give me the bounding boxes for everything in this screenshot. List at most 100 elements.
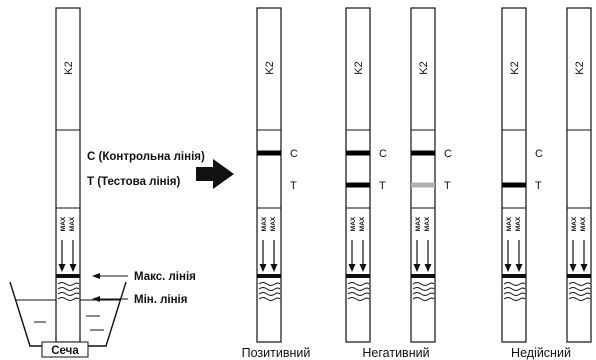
absorbent-wave [568,287,591,291]
max-text: MAX [506,216,513,231]
strip-code: K2 [63,61,75,74]
min-line-label: Мін. лінія [134,294,187,306]
absorbent-wave [412,292,435,296]
result-caption: Позитивний [242,346,311,360]
strip-dipped: K2 MAX MAX [55,7,81,343]
dip-arrow-head [515,264,523,272]
strip-body [256,7,282,343]
test-letter: T [379,180,386,192]
absorbent-wave [412,287,435,291]
strip-code: K2 [353,61,365,74]
max-text: MAX [270,216,277,231]
strip-body [410,7,436,343]
max-text: MAX [261,216,268,231]
absorbent-wave [258,287,281,291]
max-line-label: Макс. лінія [134,271,196,283]
test-letter: T [290,180,297,192]
absorbent-wave [347,282,370,286]
dip-arrow-head [504,264,512,272]
test-letter: T [444,180,451,192]
max-text: MAX [69,216,76,231]
min-line-callout: Мін. лінія [92,294,187,306]
max-text: MAX [424,216,431,231]
max-line-band [56,274,80,278]
absorbent-wave [503,297,526,301]
control-letter: C [535,148,543,160]
max-line-callout: Макс. лінія [92,271,196,283]
max-line-band [567,274,591,278]
absorbent-wave [568,292,591,296]
dip-arrow-head [270,264,278,272]
max-text: MAX [359,216,366,231]
control-letter: C [444,148,452,160]
absorbent-wave [258,292,281,296]
max-line-band [411,274,435,278]
result-caption: Негативний [362,346,429,360]
strip-code: K2 [418,61,430,74]
test-line [346,182,370,188]
control-line [411,150,435,156]
dip-arrow-head [569,264,577,272]
strip-body [501,7,527,343]
dip-arrow-head [359,264,367,272]
dip-arrow-head [413,264,421,272]
strip-code: K2 [264,61,276,74]
test-letter: T [535,180,542,192]
absorbent-wave [503,287,526,291]
max-text: MAX [515,216,522,231]
dip-arrow-head [580,264,588,272]
absorbent-wave [503,292,526,296]
max-line-band [346,274,370,278]
max-text: MAX [580,216,587,231]
control-line-label: С (Контрольна лінія) [87,151,205,163]
test-line [411,182,435,188]
control-line [346,150,370,156]
absorbent-wave [347,287,370,291]
strip-code: K2 [574,61,586,74]
procedure-illustration: K2 MAX MAX Макс. лінія [9,7,234,358]
control-letter: C [290,148,298,160]
absorbent-wave [568,297,591,301]
control-letter: C [379,148,387,160]
absorbent-wave [503,282,526,286]
strip-body [55,7,81,343]
absorbent-wave [412,282,435,286]
absorbent-wave [258,297,281,301]
max-line-band [502,274,526,278]
max-line-band [257,274,281,278]
dip-arrow-head [259,264,267,272]
max-text: MAX [350,216,357,231]
next-step-arrow [196,159,234,189]
urine-callout: Сеча [41,341,89,358]
max-text: MAX [415,216,422,231]
strip-body [345,7,371,343]
test-line [502,182,526,188]
strip-body [566,7,592,343]
dip-arrow-head [424,264,432,272]
dip-arrows [58,240,77,272]
absorbent-wave [347,297,370,301]
absorbent-wave [57,282,80,301]
absorbent-wave [258,282,281,286]
max-text: MAX [60,216,67,231]
absorbent-wave [568,282,591,286]
result-caption: Недійсний [511,346,571,360]
absorbent-wave [412,297,435,301]
absorbent-wave [347,292,370,296]
urine-label: Сеча [51,345,79,357]
control-line [257,150,281,156]
max-text: MAX [571,216,578,231]
strip-code: K2 [509,61,521,74]
test-line-label: Т (Тестова лінія) [87,176,181,188]
dip-arrow-head [348,264,356,272]
